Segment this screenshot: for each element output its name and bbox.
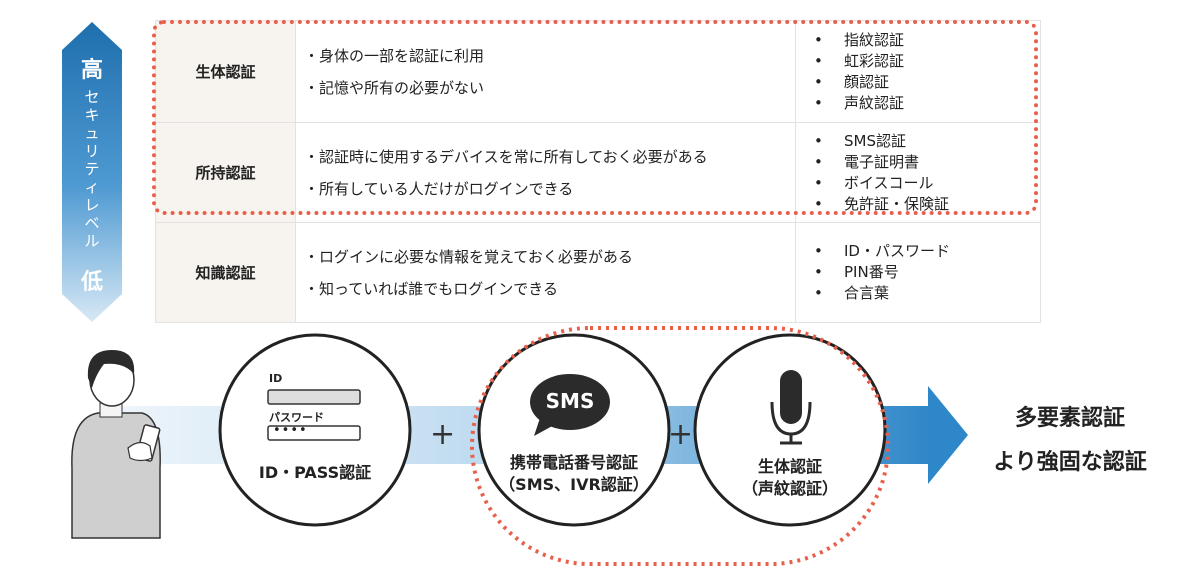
category-cell: 所持認証: [155, 122, 296, 223]
id-field-bar: [267, 389, 361, 405]
biometric-label-line1: 生体認証: [757, 457, 822, 476]
table-row: 生体認証 身体の一部を認証に利用 記憶や所有の必要がない 指紋認証 虹彩認証 顔…: [155, 20, 1041, 123]
level-low-label: 低: [80, 270, 103, 295]
sms-bubble-text: SMS: [545, 389, 595, 413]
description-item: 記憶や所有の必要がない: [304, 72, 794, 104]
phone-auth-label-line2: （SMS、IVR認証）: [499, 475, 649, 494]
description-item: 身体の一部を認証に利用: [304, 40, 794, 72]
examples-cell: 指紋認証 虹彩認証 顔認証 声紋認証: [795, 20, 1041, 123]
description-item: ログインに必要な情報を覚えておく必要がある: [304, 241, 794, 273]
description-item: 知っていれば誰でもログインできる: [304, 273, 794, 305]
example-item: 虹彩認証: [814, 51, 1039, 72]
biometric-label: 生体認証 （声紋認証）: [710, 456, 870, 500]
security-level-arrow: [62, 22, 122, 322]
plus-sign: +: [668, 417, 694, 452]
phone-auth-circle: [477, 333, 671, 527]
password-field-label: パスワード: [269, 411, 324, 424]
password-mask: ••••: [273, 423, 308, 438]
biometric-label-line2: （声紋認証）: [741, 479, 838, 498]
result-line1: 多要素認証: [1014, 406, 1125, 431]
table-row: 所持認証 認証時に使用するデバイスを常に所有しておく必要がある 所有している人だ…: [155, 122, 1041, 223]
phone-auth-label: 携帯電話番号認証 （SMS、IVR認証）: [479, 452, 669, 496]
example-item: ボイスコール: [814, 173, 1039, 194]
plus-sign: +: [430, 417, 456, 452]
example-item: ID・パスワード: [814, 241, 1039, 262]
table-row: 知識認証 ログインに必要な情報を覚えておく必要がある 知っていれば誰でもログイン…: [155, 222, 1041, 323]
flow-arrowhead: [928, 386, 968, 484]
example-item: PIN番号: [814, 262, 1039, 283]
example-item: 合言葉: [814, 283, 1039, 304]
result-line2: より強固な認証: [993, 450, 1147, 475]
highlight-dotted-frame: [470, 326, 890, 566]
sms-bubble-icon: [530, 374, 610, 430]
auth-types-table: 生体認証 身体の一部を認証に利用 記憶や所有の必要がない 指紋認証 虹彩認証 顔…: [155, 20, 1041, 323]
example-item: 指紋認証: [814, 30, 1039, 51]
id-field-label: ID: [269, 372, 283, 385]
example-item: SMS認証: [814, 131, 1039, 152]
phone-auth-label-line1: 携帯電話番号認証: [509, 453, 638, 472]
person-with-phone-icon: [71, 350, 161, 539]
example-item: 声紋認証: [814, 93, 1039, 114]
example-item: 免許証・保険証: [814, 194, 1039, 215]
biometric-circle: [693, 333, 887, 527]
example-item: 電子証明書: [814, 152, 1039, 173]
level-high-label: 高: [80, 58, 103, 83]
microphone-icon: [770, 370, 812, 445]
description-item: 所有している人だけがログインできる: [304, 173, 794, 205]
examples-cell: ID・パスワード PIN番号 合言葉: [795, 222, 1041, 323]
description-cell: ログインに必要な情報を覚えておく必要がある 知っていれば誰でもログインできる: [295, 222, 796, 323]
security-level-label: セキュリティレベル: [84, 88, 100, 250]
highlight-dotted-frame: [152, 20, 1038, 215]
example-item: 顔認証: [814, 72, 1039, 93]
description-item: 認証時に使用するデバイスを常に所有しておく必要がある: [304, 141, 794, 173]
mfa-flow-diagram: [71, 326, 968, 566]
category-cell: 知識認証: [155, 222, 296, 323]
id-pass-label: ID・PASS認証: [258, 463, 372, 482]
password-field-bar: [267, 425, 361, 441]
